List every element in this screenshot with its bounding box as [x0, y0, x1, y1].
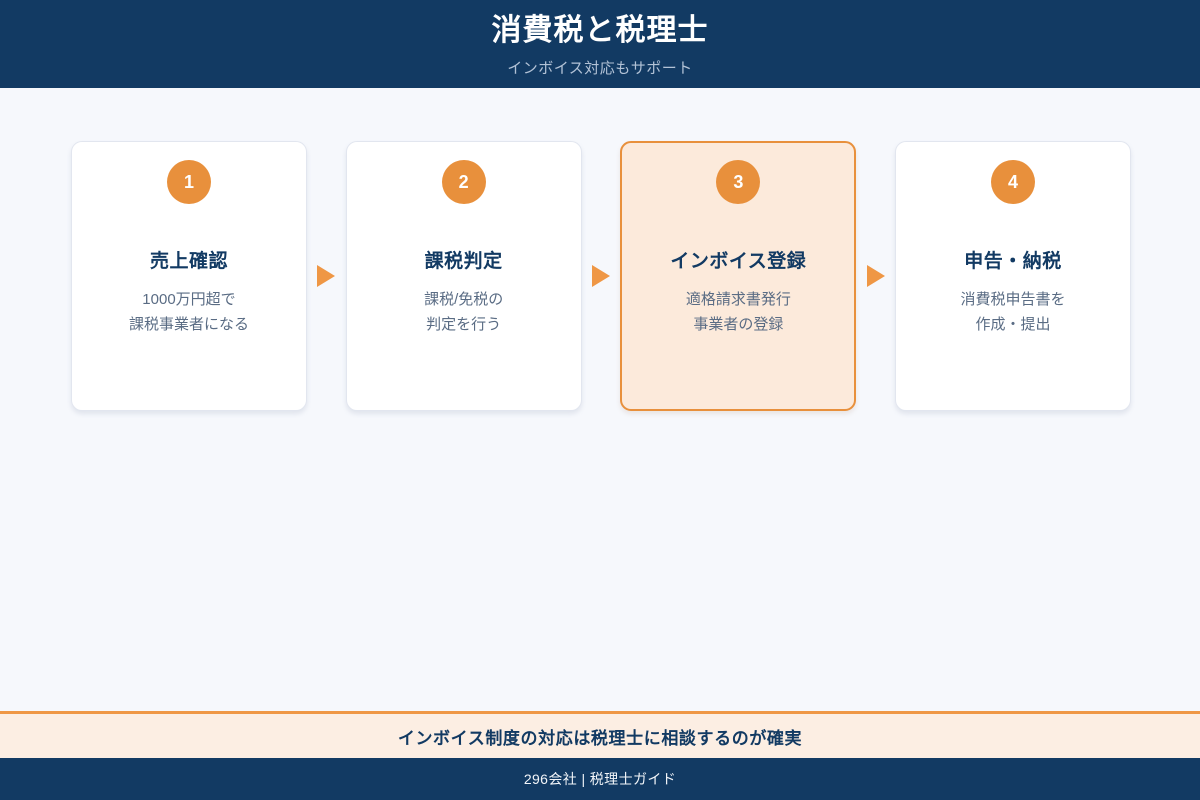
triangle-right-icon — [317, 265, 336, 287]
page-subtitle: インボイス対応もサポート — [507, 60, 693, 78]
flow-arrow-2 — [582, 141, 621, 411]
page-title: 消費税と税理士 — [491, 13, 709, 47]
step-description: 課税/免税の 判定を行う — [424, 290, 504, 333]
step-description: 1000万円超で 課税事業者になる — [128, 290, 249, 333]
footer-text: 296会社 | 税理士ガイド — [523, 771, 677, 787]
main-content: 1 売上確認 1000万円超で 課税事業者になる 2 課税判定 課税/免税の 判… — [0, 88, 1200, 711]
step-title: インボイス登録 — [670, 251, 807, 272]
step-description: 適格請求書発行 事業者の登録 — [685, 290, 791, 333]
page-footer: 296会社 | 税理士ガイド — [0, 758, 1200, 800]
step-number-badge: 2 — [441, 160, 486, 204]
triangle-right-icon — [592, 265, 610, 287]
step-number-badge: 3 — [716, 160, 761, 204]
step-title: 売上確認 — [149, 251, 228, 272]
callout-text: インボイス制度の対応は税理士に相談するのが確実 — [397, 728, 803, 748]
step-description: 消費税申告書を 作成・提出 — [960, 290, 1066, 333]
callout-banner: インボイス制度の対応は税理士に相談するのが確実 — [0, 711, 1200, 758]
flow-step-card-4[interactable]: 4 申告・納税 消費税申告書を 作成・提出 — [895, 141, 1132, 411]
flow-arrow-3 — [856, 141, 895, 411]
flow-step-card-2[interactable]: 2 課税判定 課税/免税の 判定を行う — [345, 141, 582, 411]
flow-arrow-1 — [307, 141, 346, 411]
page-header: 消費税と税理士 インボイス対応もサポート — [0, 0, 1200, 88]
flow-step-card-3[interactable]: 3 インボイス登録 適格請求書発行 事業者の登録 — [620, 141, 857, 411]
process-flow: 1 売上確認 1000万円超で 課税事業者になる 2 課税判定 課税/免税の 判… — [71, 141, 1132, 411]
triangle-right-icon — [866, 265, 885, 287]
step-title: 申告・納税 — [964, 251, 1062, 272]
step-title: 課税判定 — [424, 251, 503, 272]
step-number-badge: 4 — [991, 160, 1036, 204]
flow-step-card-1[interactable]: 1 売上確認 1000万円超で 課税事業者になる — [71, 141, 307, 411]
step-number-badge: 1 — [167, 160, 211, 204]
